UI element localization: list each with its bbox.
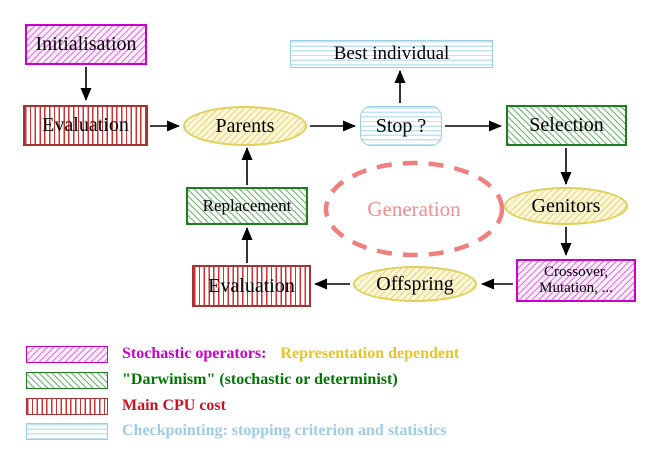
legend-label-checkpointing: Checkpointing: stopping criterion and st… [122, 422, 447, 439]
legend-label-representation: Representation dependent [280, 345, 460, 362]
node-best-individual: Best individual [290, 40, 493, 68]
legend-row-darwinism: "Darwinism" (stochastic or determinist) [0, 371, 662, 390]
node-stop: Stop ? [360, 106, 442, 146]
legend-label-cpu-cost: Main CPU cost [122, 397, 226, 414]
node-replacement: Replacement [186, 187, 308, 225]
node-initialisation: Initialisation [25, 24, 147, 65]
crossover-line-2: Mutation, ... [539, 279, 613, 296]
legend-row-checkpointing: Checkpointing: stopping criterion and st… [0, 422, 662, 441]
legend-row-cpu-cost: Main CPU cost [0, 397, 662, 416]
node-evaluation-top: Evaluation [23, 105, 148, 146]
legend-label-darwinism: "Darwinism" (stochastic or determinist) [122, 371, 398, 388]
legend-swatch-green-hatch [26, 372, 108, 389]
legend-swatch-magenta-hatch [26, 346, 108, 363]
generation-label: Generation [367, 196, 461, 221]
legend-swatch-red-lines [26, 398, 108, 415]
node-evaluation-bottom: Evaluation [192, 265, 311, 307]
node-offspring: Offspring [353, 266, 477, 302]
crossover-line-1: Crossover, [544, 263, 608, 280]
node-selection: Selection [506, 105, 627, 146]
node-crossover-mutation: Crossover, Mutation, ... [516, 259, 636, 302]
node-parents: Parents [183, 106, 307, 146]
legend-swatch-cyan-lines [26, 423, 108, 440]
legend-label-stochastic: Stochastic operators: [122, 345, 267, 362]
legend-row-stochastic: Stochastic operators: Representation dep… [0, 345, 662, 364]
node-genitors: Genitors [504, 187, 628, 225]
